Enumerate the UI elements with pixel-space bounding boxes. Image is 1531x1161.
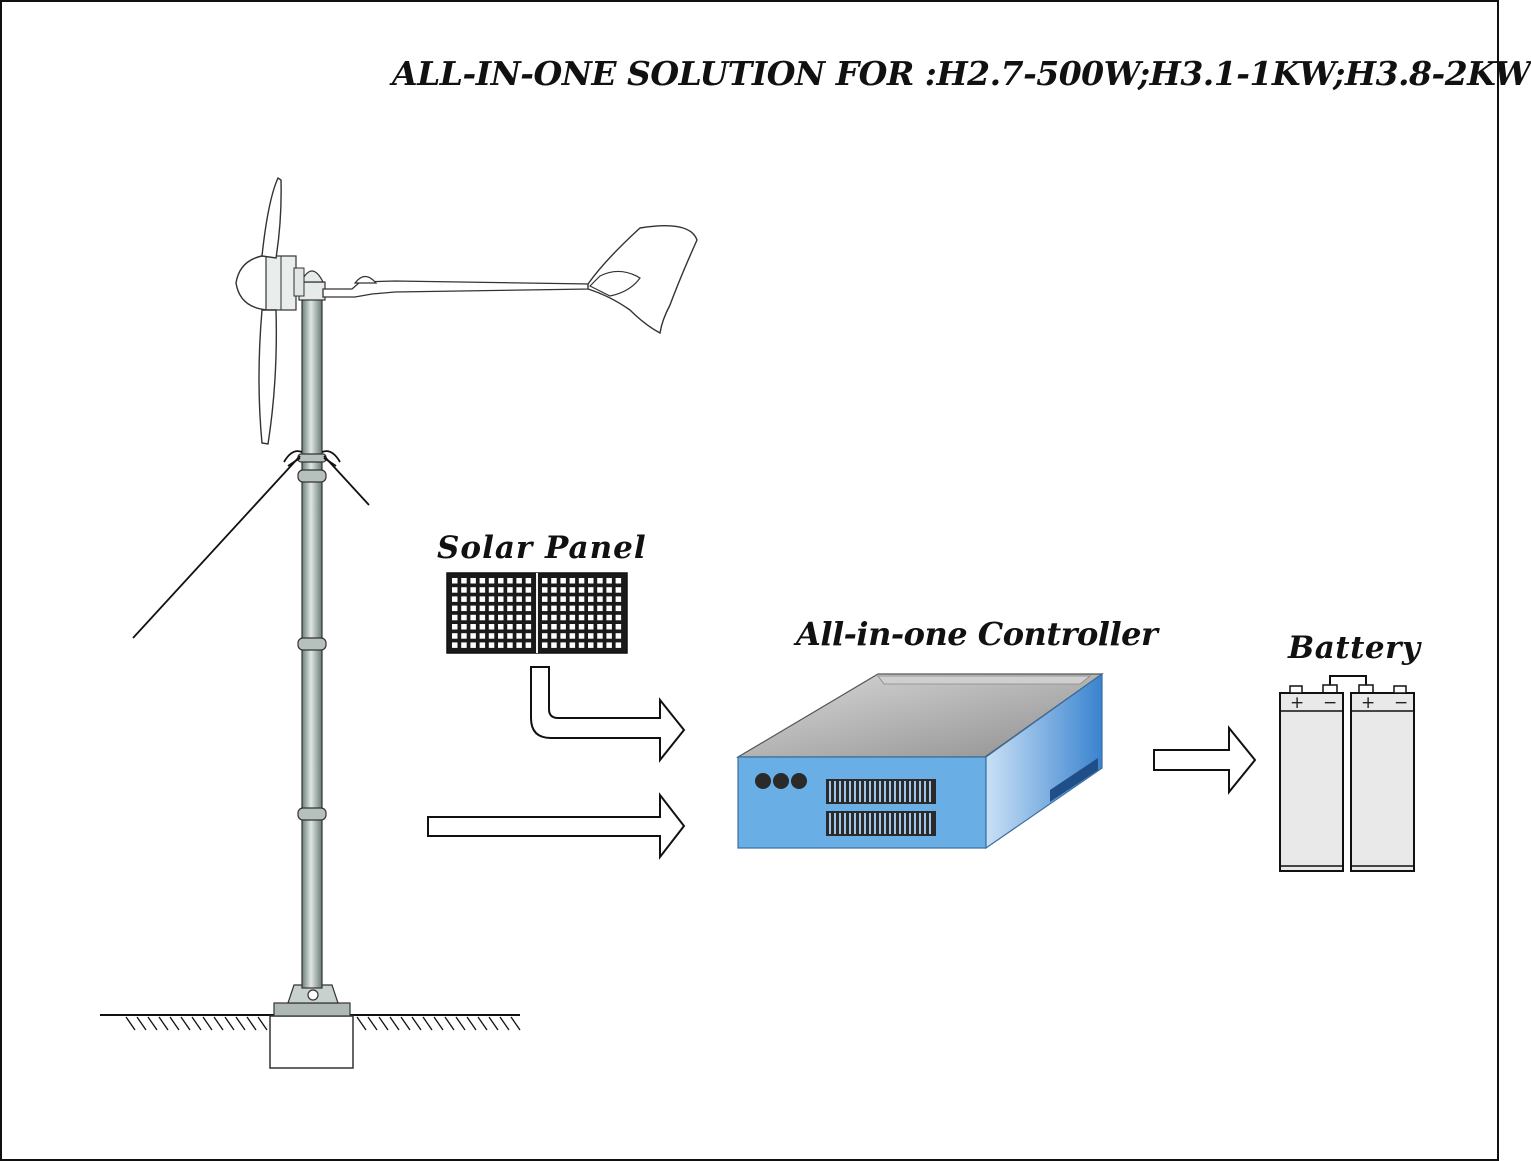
terminal-sign-3: + — [1361, 693, 1375, 713]
controller-led-2 — [773, 773, 789, 789]
battery-pair-icon: + − + − — [1279, 675, 1415, 872]
solar-panel-label: Solar Panel — [437, 530, 647, 566]
arrow-wind-to-controller — [427, 792, 686, 860]
arrow-solar-to-controller — [530, 666, 686, 763]
solar-panel-icon — [446, 572, 628, 654]
turbine-blade-bottom — [258, 309, 278, 445]
diagram-frame — [0, 0, 1499, 1161]
controller-label: All-in-one Controller — [796, 615, 1158, 653]
wind-turbine-icon — [100, 176, 698, 1069]
base-plate — [273, 1002, 351, 1017]
controller-box-icon — [735, 672, 1104, 850]
controller-led-3 — [791, 773, 807, 789]
controller-vents — [826, 779, 936, 836]
battery-cell-right — [1350, 692, 1415, 872]
terminal-sign-2: − — [1323, 693, 1337, 713]
turbine-blade-top — [261, 176, 282, 259]
terminal-sign-1: + — [1290, 693, 1304, 713]
arrow-controller-to-battery — [1153, 725, 1257, 795]
terminal-sign-4: − — [1394, 693, 1408, 713]
tail-fin — [587, 225, 698, 335]
pole-joints — [297, 453, 327, 821]
controller-led-1 — [755, 773, 771, 789]
battery-cell-left — [1279, 692, 1344, 872]
diagram-title: ALL-IN-ONE SOLUTION FOR :H2.7-500W;H3.1-… — [392, 54, 1531, 93]
guy-wires — [132, 450, 370, 639]
diagram-canvas: + − + − — [100, 176, 1415, 1069]
foundation-block — [269, 1015, 354, 1069]
battery-label: Battery — [1288, 630, 1421, 666]
turbine-hub — [235, 254, 269, 311]
